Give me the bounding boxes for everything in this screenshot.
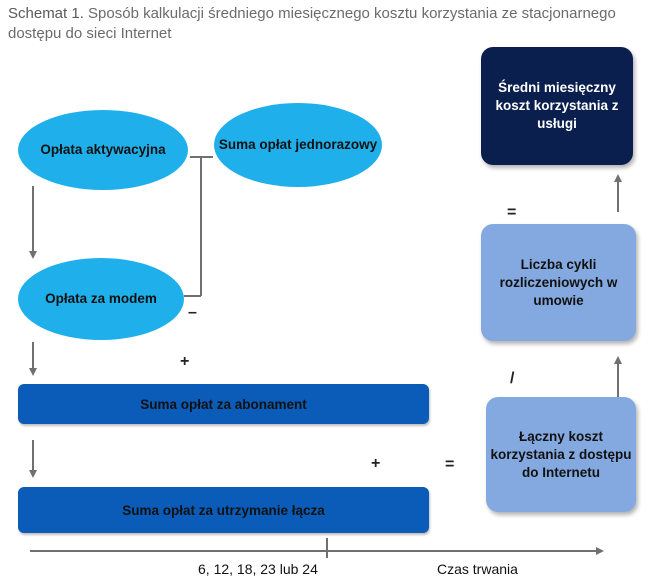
axis-tick-label: 6, 12, 18, 23 lub 24 bbox=[198, 561, 318, 577]
caption-text: Sposób kalkulacji średniego miesięcznego… bbox=[8, 5, 616, 42]
modem-fee-node: Opłata za modem bbox=[18, 258, 184, 340]
equals-operator-2: = bbox=[507, 204, 517, 221]
equals-operator: = bbox=[445, 456, 455, 473]
average-monthly-cost-box: Średni miesięczny koszt korzystania z us… bbox=[481, 47, 633, 165]
billing-cycles-box: Liczba cykli rozliczeniowych w umowie bbox=[481, 224, 636, 341]
divide-operator: / bbox=[510, 370, 515, 387]
axis-label: Czas trwania bbox=[437, 561, 518, 577]
plus-operator-2: + bbox=[371, 455, 381, 472]
plus-operator: + bbox=[180, 353, 190, 370]
line-maintenance-sum-bar: Suma opłat za utrzymanie łącza bbox=[18, 487, 429, 533]
activation-fee-node: Opłata aktywacyjna bbox=[18, 110, 188, 190]
diagram-caption: Schemat 1. Sposób kalkulacji średniego m… bbox=[8, 4, 638, 44]
subscription-sum-bar: Suma opłat za abonament bbox=[18, 384, 429, 424]
total-cost-box: Łączny koszt korzystania z dostępu do In… bbox=[486, 397, 636, 512]
caption-label: Schemat 1. bbox=[8, 5, 84, 22]
minus-operator: – bbox=[188, 304, 197, 321]
one-time-sum-node: Suma opłat jednorazowy bbox=[214, 103, 382, 187]
